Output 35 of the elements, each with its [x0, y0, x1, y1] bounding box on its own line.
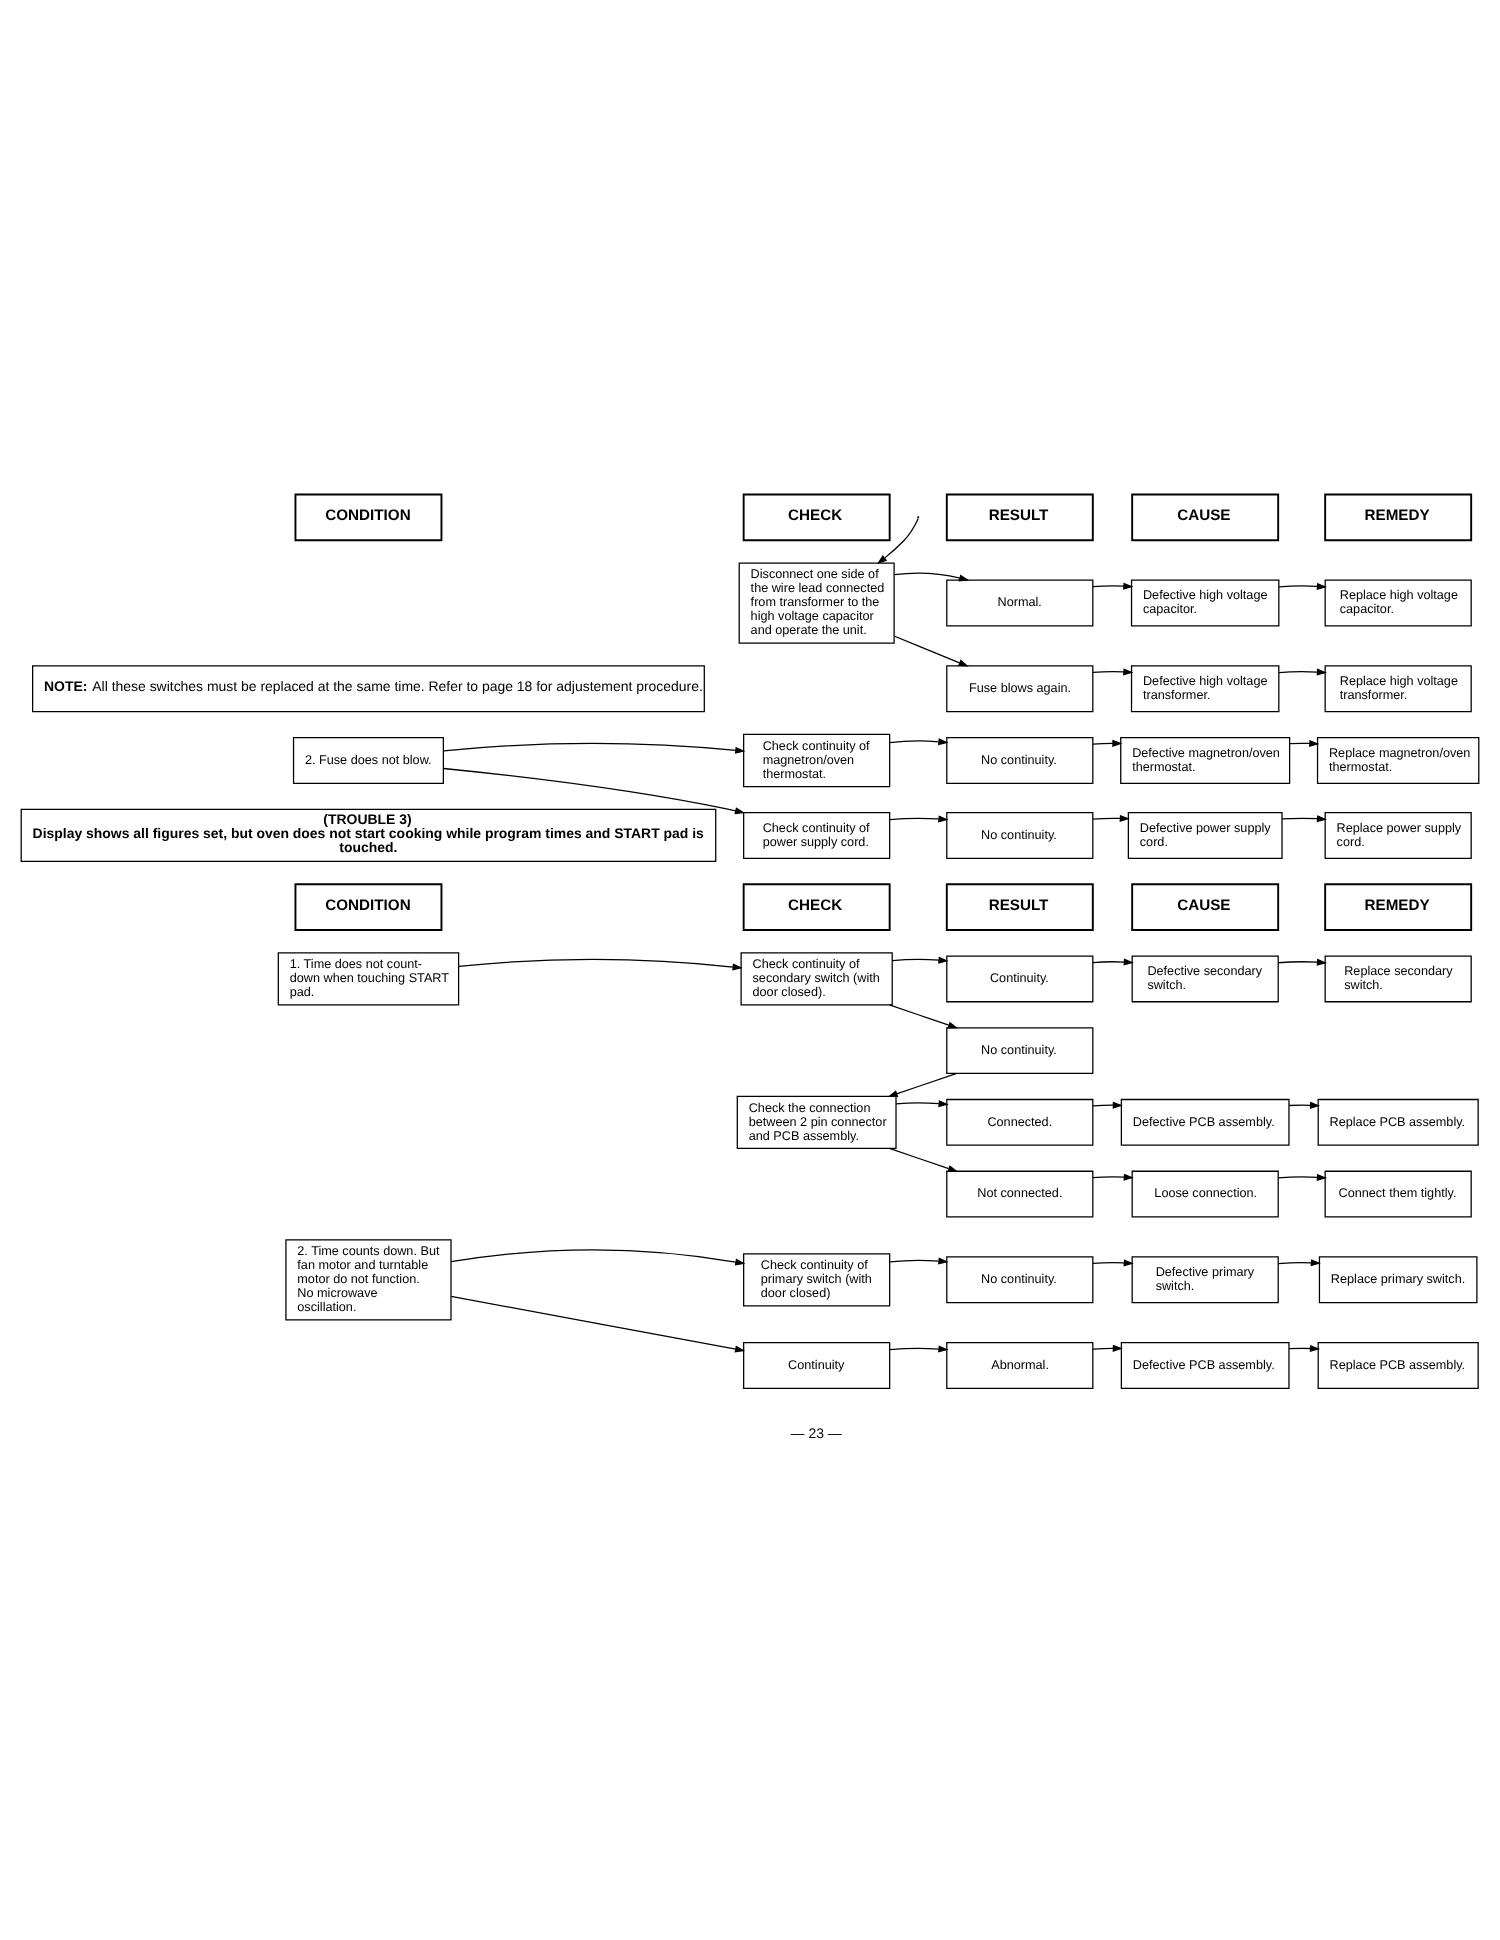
arrow [876, 518, 919, 565]
arrow [894, 635, 969, 667]
arrow [895, 1100, 949, 1108]
arrow [443, 742, 746, 754]
arrow [888, 1004, 959, 1029]
arrow [1092, 582, 1134, 590]
arrow [1092, 668, 1134, 676]
arrow [1092, 739, 1123, 747]
arrow [1277, 1259, 1321, 1267]
arrow [1278, 668, 1328, 676]
arrow [1289, 739, 1320, 748]
arrow [442, 767, 746, 815]
arrow [1092, 1259, 1134, 1267]
arrow [1092, 814, 1130, 822]
arrow [889, 815, 949, 823]
arrow [1092, 1344, 1123, 1352]
arrow [1281, 815, 1328, 823]
arrow [1092, 1101, 1123, 1109]
arrow [1277, 958, 1328, 966]
arrow [887, 1072, 957, 1098]
arrow [889, 1345, 949, 1353]
arrow [1288, 1101, 1321, 1109]
arrow [1278, 582, 1328, 590]
arrow [889, 738, 949, 746]
arrow [891, 956, 949, 964]
arrow [1092, 1173, 1134, 1181]
arrow [1092, 958, 1134, 966]
arrow [1277, 1173, 1328, 1181]
arrow [450, 1295, 746, 1353]
arrow [893, 572, 970, 582]
arrow [889, 1257, 949, 1265]
arrow [1288, 1344, 1321, 1353]
arrow [888, 1147, 959, 1172]
arrow [450, 1249, 746, 1266]
arrow [458, 958, 743, 971]
